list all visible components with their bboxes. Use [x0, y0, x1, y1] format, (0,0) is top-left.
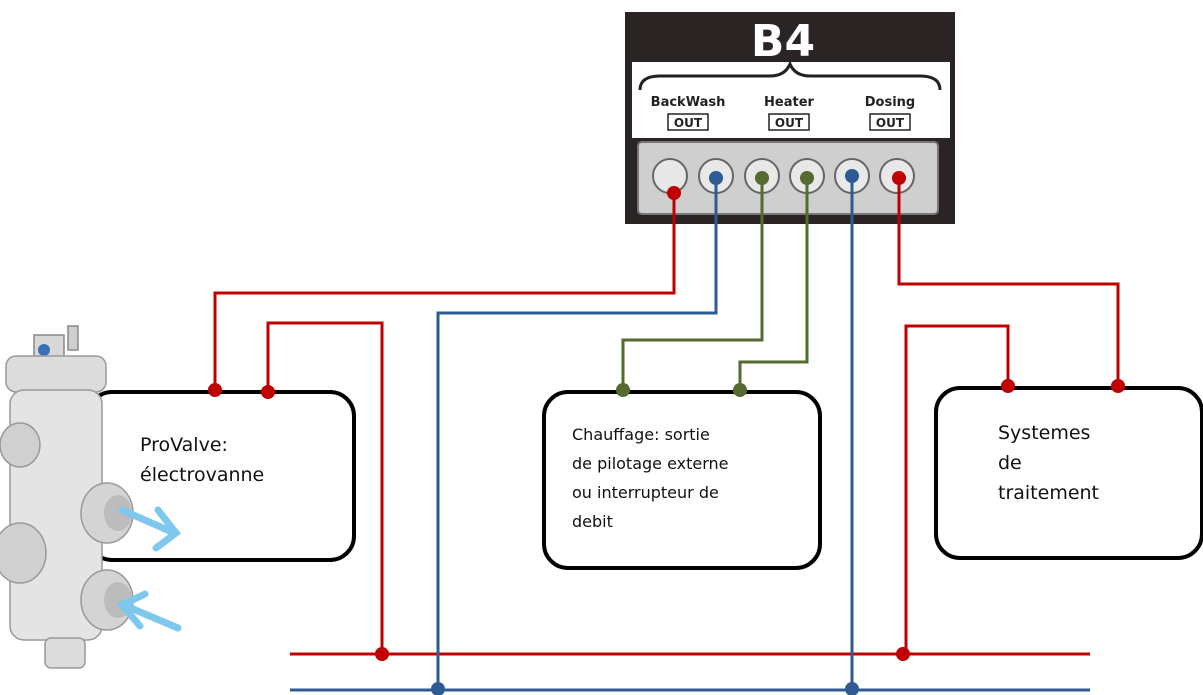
systemes-label-line: de: [998, 452, 1022, 474]
provalve-dot-red: [208, 383, 222, 397]
red-bus-dot: [375, 647, 389, 661]
backwash-wire-2: [266, 321, 384, 654]
chauffage-dot-green: [733, 383, 747, 397]
blue-bus-dot: [845, 682, 859, 695]
green-wires: [621, 178, 809, 390]
out-sub-backwash: OUT: [674, 116, 703, 130]
provalve-label-line: ProValve:: [140, 434, 228, 456]
blue-bus-dot: [431, 682, 445, 695]
terminal-dot-green: [755, 171, 769, 185]
terminal-dot-green: [800, 171, 814, 185]
systemes-dot-red: [1001, 379, 1015, 393]
provalve-label-line: électrovanne: [140, 464, 265, 486]
blue-wires: [290, 176, 1090, 692]
output-label-heater: Heater: [764, 95, 815, 110]
out-sub-dosing: OUT: [876, 116, 905, 130]
systemes-label-line: traitement: [998, 482, 1100, 504]
backwash-blue-wire: [436, 178, 718, 690]
inflow-arrow-icon: [116, 590, 182, 632]
out-box-heater: [768, 113, 810, 131]
chauffage-label-line: ou interrupteur de: [572, 483, 719, 502]
chauffage-box: [542, 390, 822, 570]
junction-dots: [208, 169, 1125, 695]
outflow-arrow-icon: [118, 506, 181, 552]
systemes-label: Systemes de traitement: [998, 418, 1099, 508]
heater-wire-1: [621, 178, 764, 390]
terminal-dot-blue: [709, 171, 723, 185]
terminal-dot-red: [892, 171, 906, 185]
terminal-dot-blue: [845, 169, 859, 183]
dosing-wire-2: [904, 324, 1010, 654]
terminal-dot-red: [667, 186, 681, 200]
provalve-label: ProValve: électrovanne: [140, 430, 264, 490]
backwash-wire-1: [213, 191, 676, 390]
module-name: B4: [751, 16, 815, 67]
out-box-dosing: [869, 113, 911, 131]
out-box-backwash: [667, 113, 709, 131]
dosing-wire-1: [897, 180, 1120, 386]
output-label-dosing: Dosing: [865, 95, 915, 110]
provalve-illustration: [0, 325, 182, 669]
systemes-box: [934, 386, 1203, 560]
heater-wire-2: [738, 178, 809, 390]
chauffage-dot-green: [616, 383, 630, 397]
systemes-label-line: Systemes: [998, 422, 1091, 444]
b4-module: B4 BackWash Heater Dosing OUT OUT OUT: [625, 12, 955, 224]
systemes-dot-red: [1111, 379, 1125, 393]
red-bus-dot: [896, 647, 910, 661]
red-wires: [213, 180, 1120, 656]
provalve-dot-red: [261, 385, 275, 399]
out-sub-heater: OUT: [775, 116, 804, 130]
output-label-backwash: BackWash: [651, 95, 726, 110]
chauffage-label-line: Chauffage: sortie: [572, 425, 710, 444]
chauffage-label-line: debit: [572, 512, 613, 531]
chauffage-label-line: de pilotage externe: [572, 454, 729, 473]
module-brace: [638, 60, 942, 91]
chauffage-label: Chauffage: sortie de pilotage externe ou…: [572, 420, 729, 536]
